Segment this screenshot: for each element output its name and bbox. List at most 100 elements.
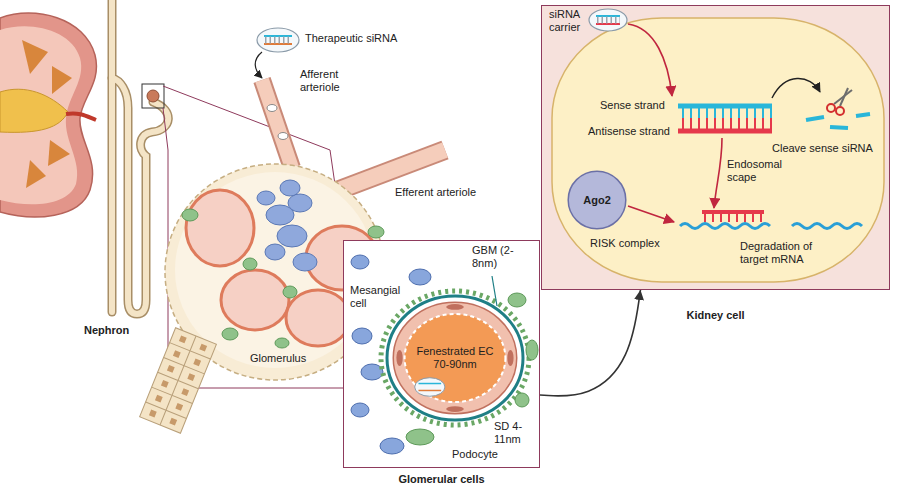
- renal-pyramid: [48, 140, 70, 166]
- mesangial-cell: [351, 255, 369, 269]
- sirna-bases: [265, 37, 292, 44]
- panel-ground: [541, 5, 890, 290]
- sirna-capsule: [257, 28, 299, 52]
- endothelial-nucleus: [507, 350, 513, 366]
- collecting-duct: [109, 0, 115, 312]
- step-label: Degradation of target mRNA: [740, 240, 820, 266]
- label-slot: Antisense strand: [588, 125, 670, 138]
- step-label: Cleave sense siRNA: [772, 142, 873, 155]
- podocyte-cell: [526, 340, 538, 360]
- cleave-arrow: [772, 78, 820, 98]
- label-slot: GBM (2-8nm): [472, 244, 516, 270]
- label-slot: Sense strand: [600, 99, 665, 112]
- dimension-label: SD 4-11nm: [494, 420, 536, 446]
- nephron-loop: [112, 78, 168, 314]
- label-slot: RISK complex: [590, 237, 660, 250]
- vessel-label: Afferent arteriole: [300, 68, 346, 94]
- foot-processes: [381, 291, 529, 425]
- cell-body: [552, 18, 884, 282]
- sirna-bases: [597, 17, 620, 24]
- sense-strand: [678, 104, 772, 109]
- scissors-handle: [827, 104, 835, 112]
- structure-label: Glomerulus: [250, 352, 306, 365]
- carrier-label: siRNA carrier: [549, 8, 585, 34]
- mesangial-cell: [280, 180, 300, 196]
- mesangial-cell: [361, 364, 383, 380]
- renal-pyramid: [22, 40, 48, 74]
- mesangial-cell: [257, 191, 275, 205]
- podocyte-cell: [406, 429, 434, 445]
- strand-fragment: [806, 117, 824, 120]
- strand-label: Sense strand: [600, 99, 665, 112]
- antisense-strand: [678, 129, 772, 134]
- mini-glomerulus: [147, 90, 159, 102]
- mesangial-cell: [352, 328, 372, 344]
- capillary-label: Fenestrated EC 70-90nm: [413, 345, 497, 371]
- podocyte-cell: [283, 286, 297, 298]
- complex-label: RISK complex: [590, 237, 660, 250]
- nephron-tubules: [112, 0, 168, 314]
- nephron-loop: [112, 78, 168, 314]
- capillary-loop: [186, 190, 254, 266]
- label-slot: Degradation of target mRNA: [740, 240, 820, 266]
- uptake-arrow: [628, 24, 672, 96]
- strand-fragment: [856, 114, 870, 116]
- label-slot: Efferent arteriole: [395, 186, 476, 199]
- podocyte-cell: [275, 338, 289, 348]
- mesangial-cell: [277, 225, 307, 247]
- zoom-square: [142, 84, 164, 108]
- escape-arrow: [714, 138, 722, 208]
- flow-arrow: [540, 290, 640, 396]
- strand-fragment: [830, 127, 848, 128]
- sirna-capsule: [589, 9, 627, 31]
- mesangium: [257, 180, 317, 271]
- target-mrna: [680, 224, 770, 229]
- guide-bases: [704, 214, 764, 222]
- label-slot: siRNA carrier: [549, 8, 585, 34]
- cell-label: Podocyte: [452, 448, 498, 461]
- label-slot: Cleave sense siRNA: [772, 142, 873, 155]
- mesangial-cell: [288, 194, 312, 212]
- label-slot: SD 4-11nm: [494, 420, 536, 446]
- mesangial-cell: [380, 438, 404, 454]
- podocyte-cell: [515, 393, 529, 407]
- endothelial-nucleus: [446, 406, 464, 412]
- label-slot: Afferent arteriole: [300, 68, 346, 94]
- scissors-blade: [840, 88, 848, 106]
- podocyte-cell: [368, 226, 384, 238]
- loading-arrow: [628, 206, 674, 222]
- endothelial-rim: [393, 302, 516, 413]
- afferent-vessel: [262, 80, 292, 168]
- guide-strand: [702, 210, 764, 214]
- collecting-duct: [108, 0, 117, 312]
- ago2-protein: Ago2: [567, 170, 627, 230]
- structure-title: Nephron: [84, 324, 129, 337]
- inset-ground: [343, 240, 540, 468]
- cell-nuclei: [170, 345, 204, 429]
- sirna-particle: [278, 133, 288, 140]
- capillary-lumen: Fenestrated EC 70-90nm: [392, 300, 518, 416]
- label-slot: Glomerulus: [250, 352, 306, 365]
- renal-vessel: [66, 113, 96, 120]
- sirna-capsule: [415, 378, 445, 397]
- sirna-particle: [267, 105, 277, 112]
- mesangial-cell: [351, 403, 369, 417]
- label-slot: Therapeutic siRNA: [305, 32, 397, 45]
- kidney-organ: [0, 13, 96, 217]
- afferent-vessel: [262, 80, 292, 168]
- label-slot: Podocyte: [452, 448, 498, 461]
- vessel-label: Efferent arteriole: [395, 186, 476, 199]
- panel-caption: Kidney cell: [686, 309, 744, 322]
- podocyte-cell: [182, 209, 198, 221]
- podocyte-cell: [222, 328, 238, 340]
- mrna-fragment: [792, 224, 862, 229]
- step-label: Endosomal scape: [727, 158, 787, 184]
- leader-line: [492, 276, 497, 306]
- capillary-lumen-fill: [405, 314, 506, 402]
- renal-pyramid: [52, 66, 72, 94]
- label-slot: Mesangial cell: [350, 284, 406, 310]
- cell-label: Mesangial cell: [350, 284, 406, 310]
- sirna-strand: [418, 383, 441, 385]
- delivery-arrow: [255, 52, 262, 78]
